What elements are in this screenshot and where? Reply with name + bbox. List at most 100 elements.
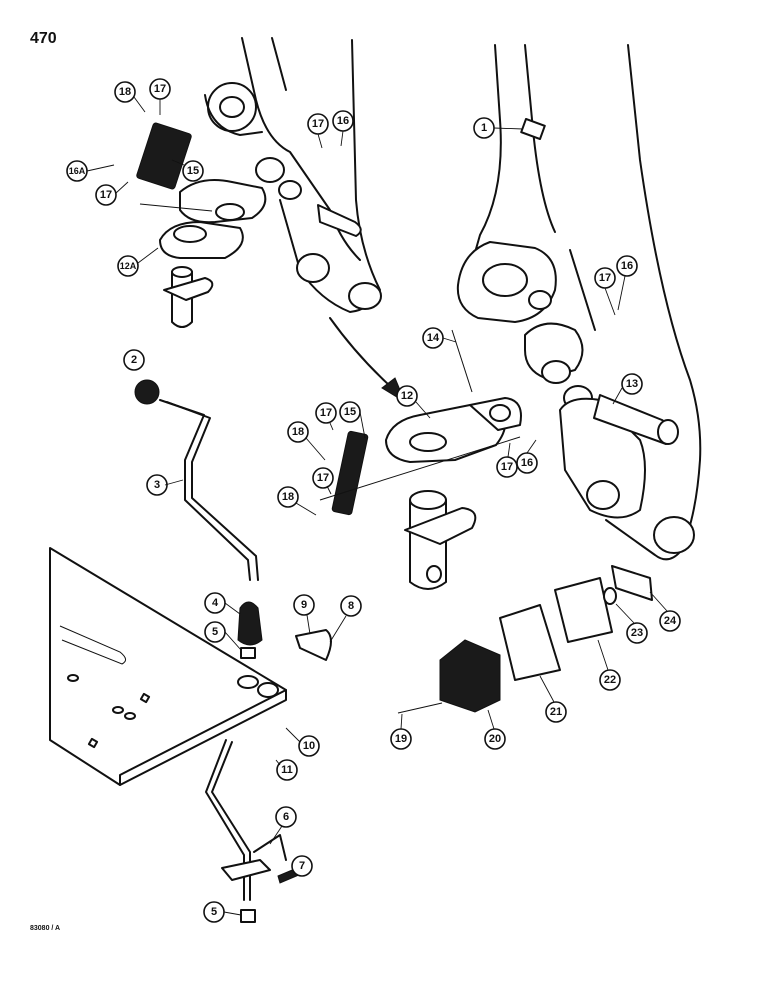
callout: 15 — [339, 401, 361, 423]
svg-text:18: 18 — [119, 86, 131, 98]
inset-pivot-post-flange — [163, 277, 214, 301]
plate-21 — [499, 604, 561, 681]
floor-hole-2 — [112, 706, 124, 714]
pivot-post-top — [409, 490, 447, 510]
arm-pivot-lug — [524, 322, 584, 379]
callout: 19 — [390, 728, 412, 750]
inset-arm-lower-boss — [296, 253, 330, 283]
svg-text:18: 18 — [282, 491, 294, 503]
callout: 5 — [203, 901, 225, 923]
inset-pivot-link-2 — [278, 180, 302, 200]
callout: 8 — [340, 595, 362, 617]
svg-text:16A: 16A — [69, 166, 86, 176]
floor-square-hole — [87, 737, 99, 749]
svg-text:17: 17 — [312, 118, 324, 130]
lever-12-hub-hole — [489, 404, 511, 422]
callout: 1 — [473, 117, 495, 139]
callout: 17 — [307, 113, 329, 135]
svg-text:16: 16 — [621, 260, 633, 272]
floor-plate — [49, 547, 332, 786]
svg-text:14: 14 — [427, 332, 440, 344]
bracket-9 — [295, 629, 332, 661]
svg-text:24: 24 — [664, 615, 677, 627]
svg-text:16: 16 — [521, 457, 533, 469]
callout: 9 — [293, 594, 315, 616]
svg-text:8: 8 — [348, 600, 354, 612]
svg-text:12: 12 — [401, 390, 413, 402]
floor-hole-1 — [67, 674, 79, 682]
inset-lever-bracket-hole — [215, 203, 245, 221]
inset-pivot-link — [255, 157, 285, 183]
pivot-pin-13-end — [657, 419, 679, 445]
arm-lower-eye-2 — [653, 516, 695, 554]
svg-text:1: 1 — [481, 122, 487, 134]
callout: 16 — [332, 110, 354, 132]
svg-text:15: 15 — [187, 165, 199, 177]
svg-text:21: 21 — [550, 706, 562, 718]
callout: 11 — [276, 759, 298, 781]
inset-arm-outline-left — [241, 37, 361, 261]
cab-mount-parts — [397, 565, 653, 714]
arm-upper-boss-hole — [528, 290, 552, 310]
callout: 23 — [626, 622, 648, 644]
svg-text:9: 9 — [301, 599, 307, 611]
svg-text:4: 4 — [212, 597, 219, 609]
svg-text:13: 13 — [626, 378, 638, 390]
callout: 14 — [422, 327, 444, 349]
svg-text:12A: 12A — [120, 261, 137, 271]
svg-text:17: 17 — [317, 472, 329, 484]
callout: 17 — [594, 267, 616, 289]
svg-text:11: 11 — [281, 764, 293, 776]
inset-pivot-post-top — [171, 266, 193, 278]
svg-text:17: 17 — [501, 461, 513, 473]
callout: 20 — [484, 728, 506, 750]
inset-arm-outline-right — [279, 39, 381, 313]
svg-text:19: 19 — [395, 733, 407, 745]
svg-text:15: 15 — [344, 406, 356, 418]
bolt-19 — [397, 702, 443, 714]
arm-block-1 — [520, 118, 546, 140]
svg-text:2: 2 — [131, 354, 137, 366]
svg-text:17: 17 — [154, 83, 166, 95]
inset-arm-lower-boss-2 — [348, 282, 382, 310]
nut-5-top — [240, 647, 256, 659]
arm-inner-right — [569, 249, 596, 331]
floor-plate-slot — [59, 625, 126, 665]
callout: 5 — [204, 621, 226, 643]
callout: 12A — [117, 255, 139, 277]
callout: 15 — [182, 160, 204, 182]
svg-text:20: 20 — [489, 733, 501, 745]
callout: 17 — [95, 184, 117, 206]
loader-arm — [456, 44, 702, 561]
inset-arm-boss-hole — [219, 96, 245, 118]
lower-clevis — [221, 859, 271, 881]
svg-text:22: 22 — [604, 674, 616, 686]
callout: 13 — [621, 373, 643, 395]
callout: 18 — [287, 421, 309, 443]
pivot-post-hole — [426, 565, 442, 583]
callout: 6 — [275, 806, 297, 828]
callout: 17 — [312, 467, 334, 489]
arm-lower-eye — [586, 480, 620, 510]
callout: 10 — [298, 735, 320, 757]
callout: 22 — [599, 669, 621, 691]
svg-text:6: 6 — [283, 811, 289, 823]
knob-2 — [134, 379, 160, 405]
svg-text:16: 16 — [337, 115, 349, 127]
handle-rod-3 — [159, 399, 251, 581]
plate-22 — [554, 577, 613, 643]
page-number: 470 — [30, 30, 57, 47]
svg-text:10: 10 — [303, 740, 315, 752]
callout: 3 — [146, 474, 168, 496]
mount-20 — [439, 639, 501, 713]
inset-arm-inner-left — [271, 37, 287, 91]
callout: 17 — [315, 402, 337, 424]
callout: 18 — [277, 486, 299, 508]
handle-rod-3-b — [166, 401, 259, 581]
callout: 7 — [291, 855, 313, 877]
callout: 21 — [545, 701, 567, 723]
floor-plate-body — [49, 547, 287, 786]
lower-linkage — [205, 739, 307, 923]
roll-pin-14 — [451, 329, 473, 393]
callout: 17 — [149, 78, 171, 100]
